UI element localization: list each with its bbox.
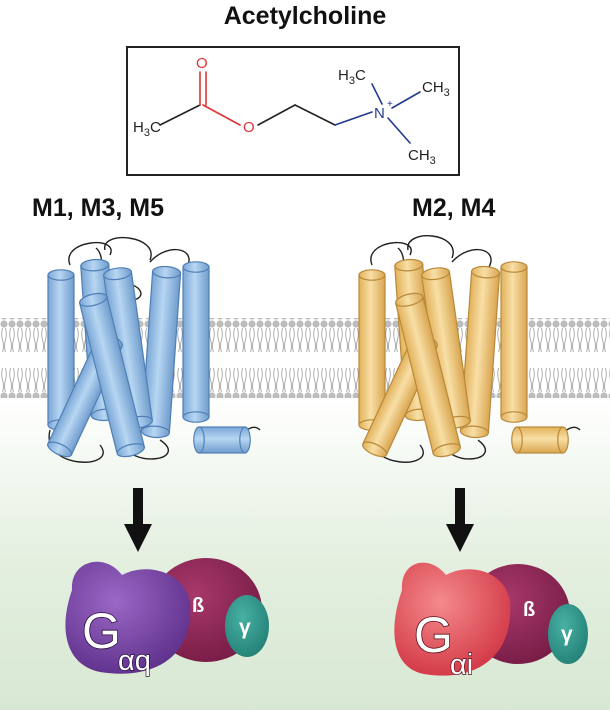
helix-4 bbox=[140, 265, 182, 439]
methyl-left-label: H3C bbox=[133, 119, 161, 139]
methyl-top-label: H3C bbox=[338, 67, 366, 87]
g-letter-left: G bbox=[82, 603, 121, 659]
gamma-label-left: γ bbox=[239, 616, 251, 639]
receptor-group-label-m1-m3-m5: M1, M3, M5 bbox=[32, 194, 164, 222]
helix-7 bbox=[394, 292, 462, 458]
g-letter-right: G bbox=[414, 607, 453, 663]
beta-label-left: ß bbox=[192, 595, 204, 617]
receptor-group-label-m2-m4: M2, M4 bbox=[412, 194, 496, 222]
gamma-subunit bbox=[225, 595, 269, 657]
helix-3 bbox=[500, 261, 528, 423]
m2-m4-receptor bbox=[358, 235, 581, 463]
alpha-q-subscript: αq bbox=[118, 645, 151, 677]
helix-3 bbox=[182, 261, 210, 423]
g-protein-alpha-q: G αq ß γ bbox=[65, 558, 269, 678]
methyl-right-label: CH3 bbox=[422, 79, 450, 99]
alpha-i-subscript: αi bbox=[450, 649, 473, 681]
arrow-left bbox=[124, 488, 152, 552]
arrow-right bbox=[446, 488, 474, 552]
acetylcholine-molecule: O O H3C H3C N + CH3 CH3 bbox=[133, 55, 450, 167]
positive-charge-label: + bbox=[387, 99, 393, 110]
title: Acetylcholine bbox=[223, 2, 387, 30]
helix-8 bbox=[193, 426, 251, 454]
gamma-label-right: γ bbox=[561, 623, 573, 646]
beta-label-right: ß bbox=[523, 599, 535, 621]
helix-4 bbox=[459, 265, 501, 439]
g-protein-alpha-i: G αi ß γ bbox=[394, 562, 588, 682]
helix-8 bbox=[511, 426, 569, 454]
helix-1 bbox=[358, 269, 386, 431]
m1-m3-m5-receptor bbox=[47, 237, 261, 463]
acetylcholine-structure-box bbox=[126, 46, 460, 176]
methyl-bottom-label: CH3 bbox=[408, 147, 436, 167]
carbonyl-oxygen-label: O bbox=[196, 55, 208, 72]
ester-oxygen-label: O bbox=[243, 119, 255, 136]
alpha-i-subunit bbox=[394, 562, 511, 676]
helix-7 bbox=[78, 292, 146, 458]
nitrogen-label: N bbox=[374, 105, 385, 122]
alpha-q-subunit bbox=[65, 561, 191, 674]
gamma-subunit bbox=[548, 604, 588, 664]
